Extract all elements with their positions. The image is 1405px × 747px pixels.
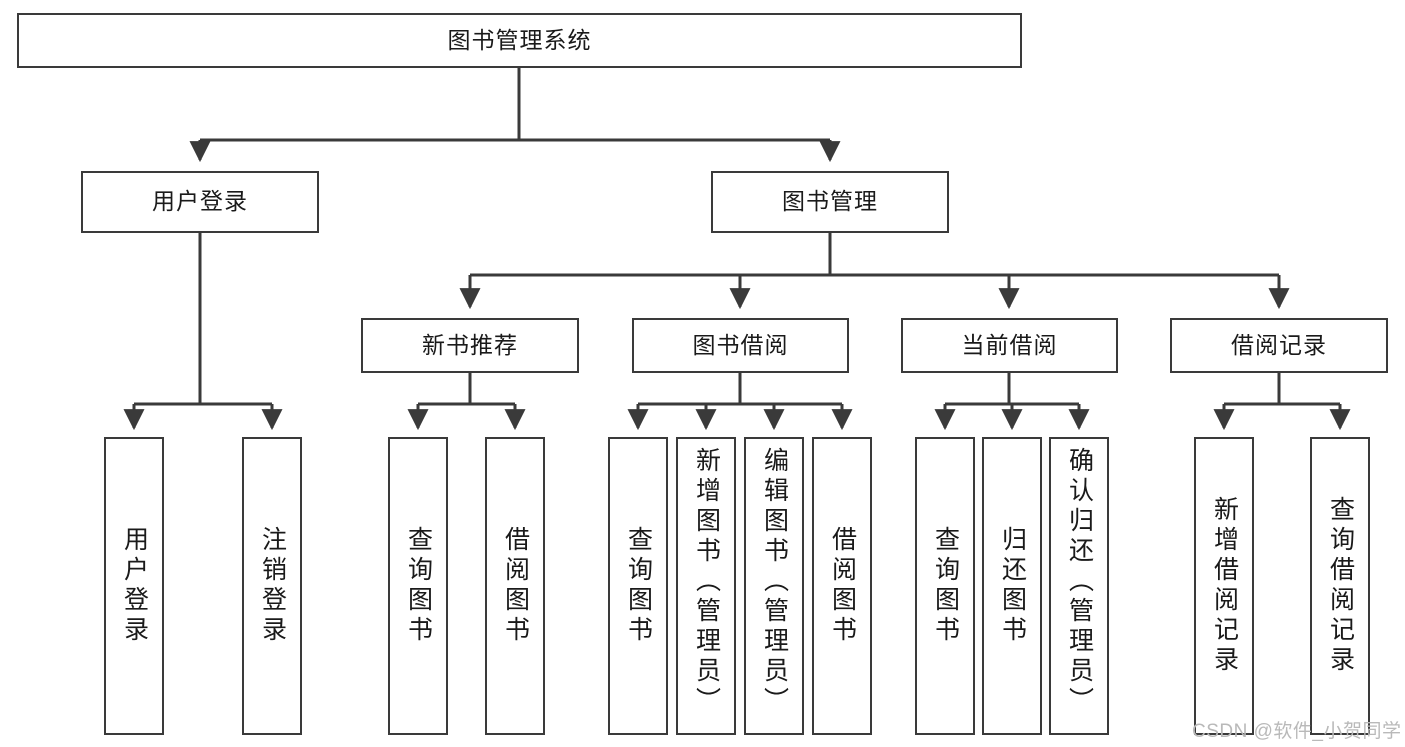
node-leaf-borrow-book-rec[interactable]: 借阅图书 xyxy=(485,437,545,735)
node-leaf-user-login[interactable]: 用户登录 xyxy=(104,437,164,735)
node-current-borrow[interactable]: 当前借阅 xyxy=(901,318,1118,373)
node-leaf-borrow-book-bor[interactable]: 借阅图书 xyxy=(812,437,872,735)
node-leaf-add-book-admin-label: 新增图书（管理员） xyxy=(692,447,721,717)
node-leaf-confirm-return-admin[interactable]: 确认归还（管理员） xyxy=(1049,437,1109,735)
node-user-login[interactable]: 用户登录 xyxy=(81,171,319,233)
node-leaf-user-login-label: 用户登录 xyxy=(120,526,149,646)
node-leaf-query-borrow-record-label: 查询借阅记录 xyxy=(1326,496,1355,676)
node-leaf-logout-login-label: 注销登录 xyxy=(258,526,287,646)
node-leaf-query-book-rec-label: 查询图书 xyxy=(404,526,433,646)
node-borrow-record-label: 借阅记录 xyxy=(1231,331,1327,358)
node-leaf-query-book-cur[interactable]: 查询图书 xyxy=(915,437,975,735)
node-book-manage[interactable]: 图书管理 xyxy=(711,171,949,233)
node-new-book-recommend-label: 新书推荐 xyxy=(422,331,518,358)
node-user-login-label: 用户登录 xyxy=(152,188,248,215)
node-leaf-return-book-label: 归还图书 xyxy=(998,526,1027,646)
node-leaf-edit-book-admin[interactable]: 编辑图书（管理员） xyxy=(744,437,804,735)
node-leaf-query-borrow-record[interactable]: 查询借阅记录 xyxy=(1310,437,1370,735)
node-book-manage-label: 图书管理 xyxy=(782,188,878,215)
node-leaf-return-book[interactable]: 归还图书 xyxy=(982,437,1042,735)
node-leaf-edit-book-admin-label: 编辑图书（管理员） xyxy=(760,447,789,717)
node-current-borrow-label: 当前借阅 xyxy=(961,331,1058,358)
node-leaf-logout-login[interactable]: 注销登录 xyxy=(242,437,302,735)
csdn-watermark: CSDN @软件_小贺同学 xyxy=(1192,721,1402,742)
node-leaf-confirm-return-admin-label: 确认归还（管理员） xyxy=(1065,447,1094,717)
node-new-book-recommend[interactable]: 新书推荐 xyxy=(361,318,579,373)
node-book-borrow-label: 图书借阅 xyxy=(692,331,789,358)
node-root[interactable]: 图书管理系统 xyxy=(17,13,1022,68)
node-leaf-borrow-book-bor-label: 借阅图书 xyxy=(828,526,857,646)
node-root-label: 图书管理系统 xyxy=(447,26,592,53)
node-book-borrow[interactable]: 图书借阅 xyxy=(632,318,849,373)
node-leaf-borrow-book-rec-label: 借阅图书 xyxy=(501,526,530,646)
node-leaf-add-borrow-record[interactable]: 新增借阅记录 xyxy=(1194,437,1254,735)
node-leaf-query-book-cur-label: 查询图书 xyxy=(931,526,960,646)
node-leaf-add-borrow-record-label: 新增借阅记录 xyxy=(1210,496,1239,676)
node-leaf-query-book-bor-label: 查询图书 xyxy=(624,526,653,646)
node-leaf-query-book-rec[interactable]: 查询图书 xyxy=(388,437,448,735)
node-borrow-record[interactable]: 借阅记录 xyxy=(1170,318,1388,373)
node-leaf-add-book-admin[interactable]: 新增图书（管理员） xyxy=(676,437,736,735)
node-leaf-query-book-bor[interactable]: 查询图书 xyxy=(608,437,668,735)
